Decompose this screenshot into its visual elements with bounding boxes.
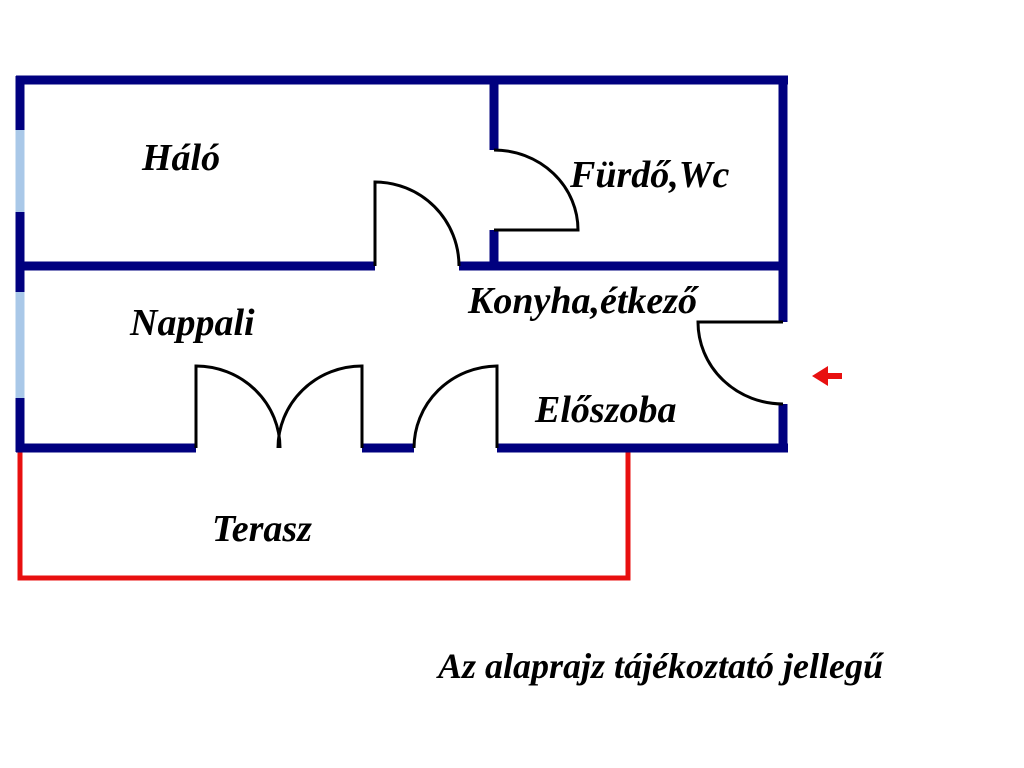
room-label-halo: Háló <box>141 137 220 179</box>
door-terrace-double-right <box>276 364 364 449</box>
room-label-konyha: Konyha,étkező <box>467 280 699 322</box>
door-terrace-single <box>412 364 499 449</box>
door-halo <box>373 180 461 267</box>
disclaimer-note: Az alaprajz tájékoztató jellegű <box>436 646 885 686</box>
door-entrance <box>696 320 784 406</box>
terrace-outline <box>17 452 631 581</box>
door-furdo <box>493 148 580 232</box>
room-label-nappali: Nappali <box>129 302 255 344</box>
room-label-terasz: Terasz <box>212 508 312 550</box>
arrow-left-icon <box>812 366 842 386</box>
room-label-furdo: Fürdő,Wc <box>569 154 730 196</box>
door-terrace-double-left <box>194 364 282 449</box>
doors <box>194 148 784 449</box>
room-label-eloszoba: Előszoba <box>534 389 676 431</box>
